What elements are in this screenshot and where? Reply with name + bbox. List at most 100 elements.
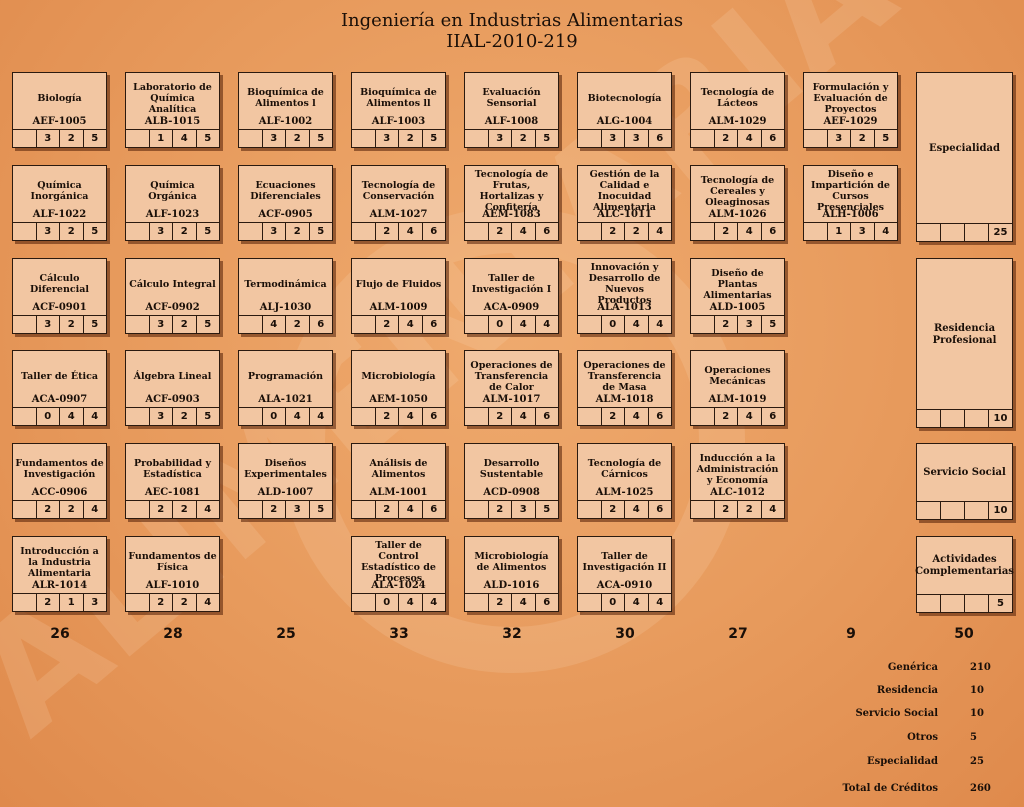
credit-cell: 4 xyxy=(647,316,672,333)
credit-cell xyxy=(352,408,375,425)
course-code: ALM-1009 xyxy=(369,302,428,313)
credit-cell: 0 xyxy=(35,408,60,425)
credit-cell xyxy=(578,408,601,425)
course-name: Bioquímica de Alimentos l xyxy=(247,87,324,109)
credit-cell xyxy=(13,408,36,425)
course-name: Formulación y Evaluación de Proyectos xyxy=(812,81,889,115)
course-code: AEM-1050 xyxy=(369,394,428,405)
credit-cell: 4 xyxy=(398,501,422,518)
credit-cell: 2 xyxy=(285,316,309,333)
course-name: Diseños Experimentales xyxy=(244,458,327,480)
credit-cell: 2 xyxy=(148,501,173,518)
summary-label: Total de Créditos xyxy=(842,783,938,794)
summary-value: 10 xyxy=(970,685,984,696)
credit-cell xyxy=(917,595,940,612)
credit-cell: 4 xyxy=(195,594,220,611)
course-card: Taller de Control Estadístico de Proceso… xyxy=(351,536,446,612)
course-code: ACF-0901 xyxy=(32,302,87,313)
credit-cell: 4 xyxy=(760,501,785,518)
summary-value: 25 xyxy=(970,756,984,767)
credit-cell: 2 xyxy=(487,223,512,240)
credit-cell: 6 xyxy=(760,130,785,147)
credit-cell: 2 xyxy=(261,501,286,518)
credit-cell: 4 xyxy=(59,408,83,425)
credit-cell: 25 xyxy=(988,224,1012,241)
course-name: Bioquímica de Alimentos ll xyxy=(360,87,437,109)
credit-cell: 0 xyxy=(487,316,512,333)
summary-label: Servicio Social xyxy=(855,708,938,719)
course-code: ALJ-1030 xyxy=(259,302,312,313)
credit-cell xyxy=(352,594,375,611)
course-code: ALB-1015 xyxy=(144,116,201,127)
credit-cell: 2 xyxy=(59,130,83,147)
credit-cell: 2 xyxy=(59,501,83,518)
course-code: AEF-1029 xyxy=(823,116,878,127)
course-code: ACA-0909 xyxy=(483,302,540,313)
course-name: Ecuaciones Diferenciales xyxy=(250,180,321,202)
credit-cell xyxy=(13,316,36,333)
course-name: Laboratorio de Química Analítica xyxy=(133,81,212,115)
credit-cell: 3 xyxy=(35,316,60,333)
credit-cell: 6 xyxy=(647,408,672,425)
course-code: ALC-1011 xyxy=(597,209,652,220)
credit-cell: 5 xyxy=(308,223,333,240)
credit-cell: 3 xyxy=(261,130,286,147)
credit-cell: 5 xyxy=(195,408,220,425)
course-name: Probabilidad y Estadística xyxy=(133,458,212,480)
credit-cell: 2 xyxy=(737,501,761,518)
course-name: Tecnología de Frutas, Hortalizas y Confi… xyxy=(474,169,549,213)
credit-cell: 5 xyxy=(760,316,785,333)
credit-cell: 3 xyxy=(148,408,173,425)
course-code: ACF-0903 xyxy=(145,394,200,405)
summary-value: 5 xyxy=(970,732,977,743)
credit-cell: 2 xyxy=(713,223,738,240)
credit-cell xyxy=(917,410,940,427)
credit-cell: 6 xyxy=(647,501,672,518)
column-total: 9 xyxy=(846,626,856,642)
course-code: ALM-1029 xyxy=(708,116,767,127)
credit-cell xyxy=(691,223,714,240)
credit-cell: 2 xyxy=(374,501,399,518)
credit-cell: 3 xyxy=(285,501,309,518)
credit-cell: 4 xyxy=(308,408,333,425)
credit-cell: 2 xyxy=(374,408,399,425)
course-name: Taller de Control Estadístico de Proceso… xyxy=(361,540,436,584)
credit-cell: 5 xyxy=(308,130,333,147)
credit-cell: 4 xyxy=(195,501,220,518)
credit-cell xyxy=(964,502,988,519)
special-block-name: Servicio Social xyxy=(923,467,1006,478)
course-code: ACD-0908 xyxy=(483,487,540,498)
credit-cells: 10 xyxy=(917,409,1012,427)
credit-cell: 0 xyxy=(600,594,625,611)
credit-cell: 4 xyxy=(511,594,535,611)
credit-cell: 4 xyxy=(624,594,648,611)
column-total: 26 xyxy=(50,626,70,642)
credit-cell: 4 xyxy=(647,223,672,240)
course-name: Operaciones de Transferencia de Calor xyxy=(470,359,553,393)
credit-cell xyxy=(465,130,488,147)
credit-cell: 1 xyxy=(148,130,173,147)
credit-cell: 4 xyxy=(511,316,535,333)
course-name: Química Inorgánica xyxy=(30,180,89,202)
credit-cell: 2 xyxy=(487,501,512,518)
course-code: ACA-0910 xyxy=(596,580,653,591)
column-total: 32 xyxy=(502,626,522,642)
course-card: Diseño e Impartición de Cursos Presencia… xyxy=(803,165,898,241)
